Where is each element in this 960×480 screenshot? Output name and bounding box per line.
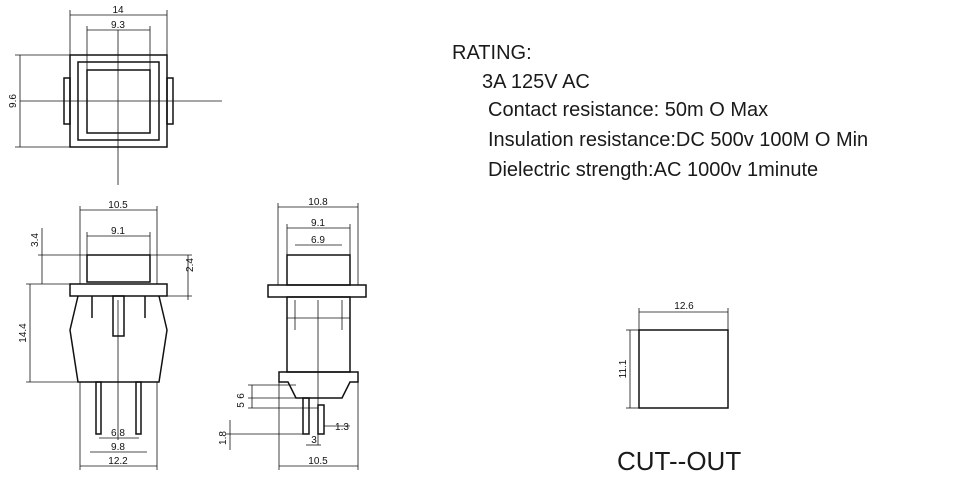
cutout-width-label: 12.6	[674, 301, 694, 312]
side-view-top-width: 10.8	[308, 197, 328, 208]
front-view-bottom-width: 12.2	[108, 456, 128, 467]
front-view-button-height: 3.4	[30, 233, 41, 247]
front-view: 10.5 9.1 3.4 2.4 14.4 6.8 9.8 12.2	[18, 200, 196, 470]
side-view-pin-h3: 1.8	[218, 431, 229, 445]
top-view-outer-width: 14	[112, 5, 124, 16]
front-view-height: 14.4	[18, 323, 29, 343]
top-view: 14 9.3 9.6	[8, 5, 222, 185]
cutout-rectangle	[638, 329, 729, 409]
side-view-flange	[267, 284, 367, 298]
side-view-pin-h1: 6	[236, 393, 247, 399]
front-view-pin-2	[135, 381, 142, 435]
rating-current: 3A 125V AC	[482, 71, 590, 93]
cutout-height-label: 11.1	[618, 359, 629, 378]
side-view-pin-2	[317, 404, 325, 435]
side-view-pin-w: 1.3	[335, 422, 349, 433]
side-view-pin-h2: 5	[236, 402, 247, 408]
front-view-body	[69, 295, 168, 383]
cutout-view: 12.6 11.1	[618, 301, 729, 409]
front-view-pin-span: 9.8	[111, 442, 125, 453]
front-view-body-width: 10.5	[108, 200, 128, 211]
rating-insulation-resistance: Insulation resistance:DC 500v 100M O Min	[488, 129, 869, 151]
cutout-title: CUT--OUT	[617, 446, 742, 476]
top-view-height: 9.6	[8, 94, 19, 108]
side-view-body	[286, 296, 351, 373]
rating-heading: RATING:	[452, 42, 532, 64]
rating-contact-resistance: Contact resistance: 50m O Max	[488, 99, 769, 121]
side-view-button	[286, 254, 351, 286]
front-view-button-width: 9.1	[111, 226, 125, 237]
side-view-base	[278, 371, 359, 399]
side-view-pin-gap: 3	[311, 435, 317, 446]
front-view-flange	[69, 283, 168, 297]
front-view-center-rib	[112, 295, 125, 337]
rating-dielectric-strength: Dielectric strength:AC 1000v 1minute	[488, 159, 819, 181]
side-view-mid-width: 9.1	[311, 218, 325, 229]
side-view-inner-width: 6.9	[311, 235, 325, 246]
top-view-button	[86, 69, 151, 134]
top-view-inner-width: 9.3	[111, 20, 125, 31]
front-view-button	[86, 254, 151, 283]
front-view-pin-spacing: 6.8	[111, 428, 125, 439]
side-view: 10.8 9.1 6.9 6 5 1.8 1.3 3 10.5	[218, 197, 367, 470]
side-view-bottom-width: 10.5	[308, 456, 328, 467]
front-view-flange: 2.4	[185, 258, 196, 272]
side-view-pin-1	[302, 397, 310, 435]
front-view-pin-1	[95, 381, 102, 435]
